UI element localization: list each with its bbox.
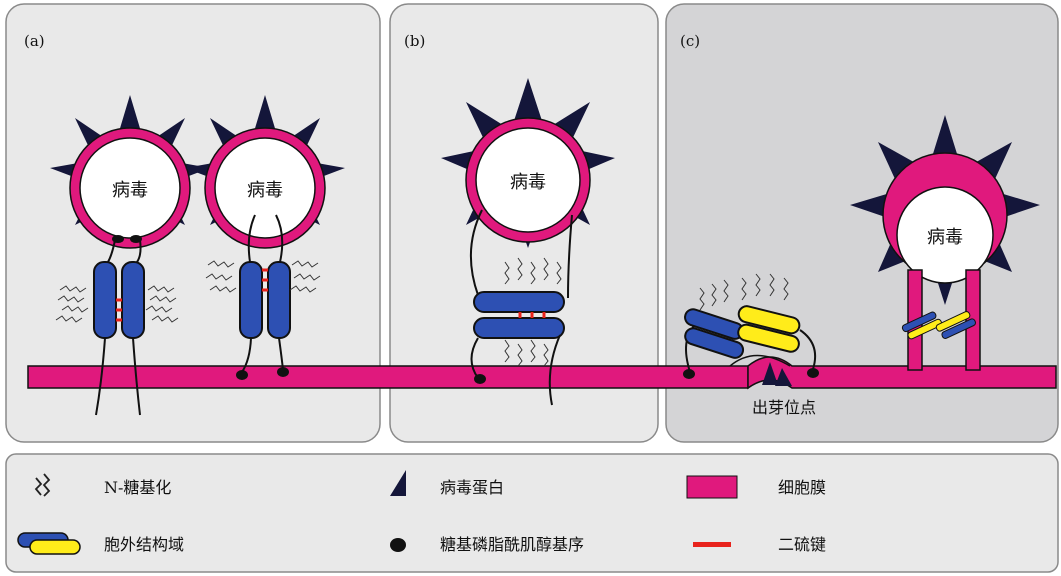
virus-label: 病毒 [927,227,963,248]
legend-label: N-糖基化 [104,478,171,497]
virus-particle-c: 病毒 [850,115,1040,371]
legend: N-糖基化 病毒蛋白 细胞膜 胞外结构域 糖基磷脂酰肌醇基序 二硫键 [5,453,1059,573]
virus-particle-b: 病毒 [441,78,615,248]
panel-b-label: (b) [404,32,425,50]
virus-label: 病毒 [112,180,148,201]
viral-protein-icon [762,362,778,385]
glycosylation-icon [34,473,51,497]
legend-label: 细胞膜 [778,478,826,497]
viral-protein-icon [775,368,792,386]
legend-label: 病毒蛋白 [440,478,504,497]
disulfide-bond-icon [693,542,731,547]
receptor-dimer-a1 [55,235,179,416]
panel-a-label: (a) [24,32,45,50]
gpi-anchor-icon [390,538,406,552]
cell-membrane [27,354,1057,390]
viral-protein-icon [390,470,406,496]
membrane-swatch-icon [686,475,738,499]
legend-label: 胞外结构域 [104,535,184,554]
panel-c-label: (c) [680,32,700,50]
legend-item-n-glycosylation: N-糖基化 [34,473,171,497]
receptor-dimer-b [469,209,573,406]
receptor-dimer-a2 [205,214,321,380]
legend-item-disulfide: 二硫键 [693,535,826,554]
budding-site: 出芽位点 [683,273,819,417]
legend-item-cell-membrane: 细胞膜 [686,475,826,499]
legend-item-viral-protein: 病毒蛋白 [390,470,504,497]
virus-particle-a2: 病毒 [185,95,345,249]
virus-label: 病毒 [510,172,546,193]
legend-item-ectodomain: 胞外结构域 [17,532,184,555]
legend-label: 糖基磷脂酰肌醇基序 [440,535,584,554]
virus-particle-a1: 病毒 [50,95,210,249]
legend-item-gpi-anchor: 糖基磷脂酰肌醇基序 [390,535,584,554]
virus-label: 病毒 [247,180,283,201]
legend-label: 二硫键 [778,535,826,554]
budding-site-label: 出芽位点 [752,398,816,417]
